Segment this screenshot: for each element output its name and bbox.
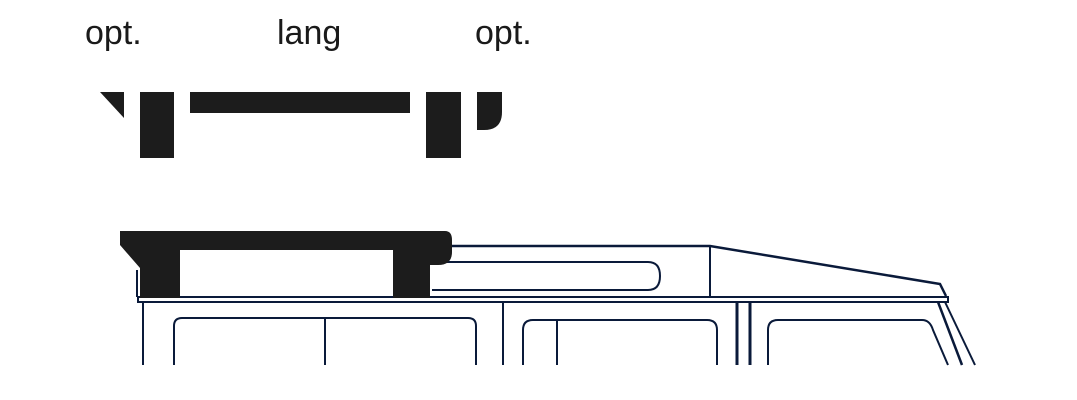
left-end-cap	[100, 92, 124, 118]
exploded-rack-parts	[100, 92, 502, 158]
mounted-roof-rack	[120, 231, 452, 298]
right-end-cap	[477, 92, 502, 130]
long-bar	[190, 92, 410, 113]
left-leg	[140, 92, 174, 158]
label-center-long: lang	[277, 14, 342, 52]
right-leg	[426, 92, 461, 158]
vehicle-outline	[136, 244, 976, 366]
label-right-optional: opt.	[475, 14, 532, 52]
label-left-optional: opt.	[85, 14, 142, 52]
